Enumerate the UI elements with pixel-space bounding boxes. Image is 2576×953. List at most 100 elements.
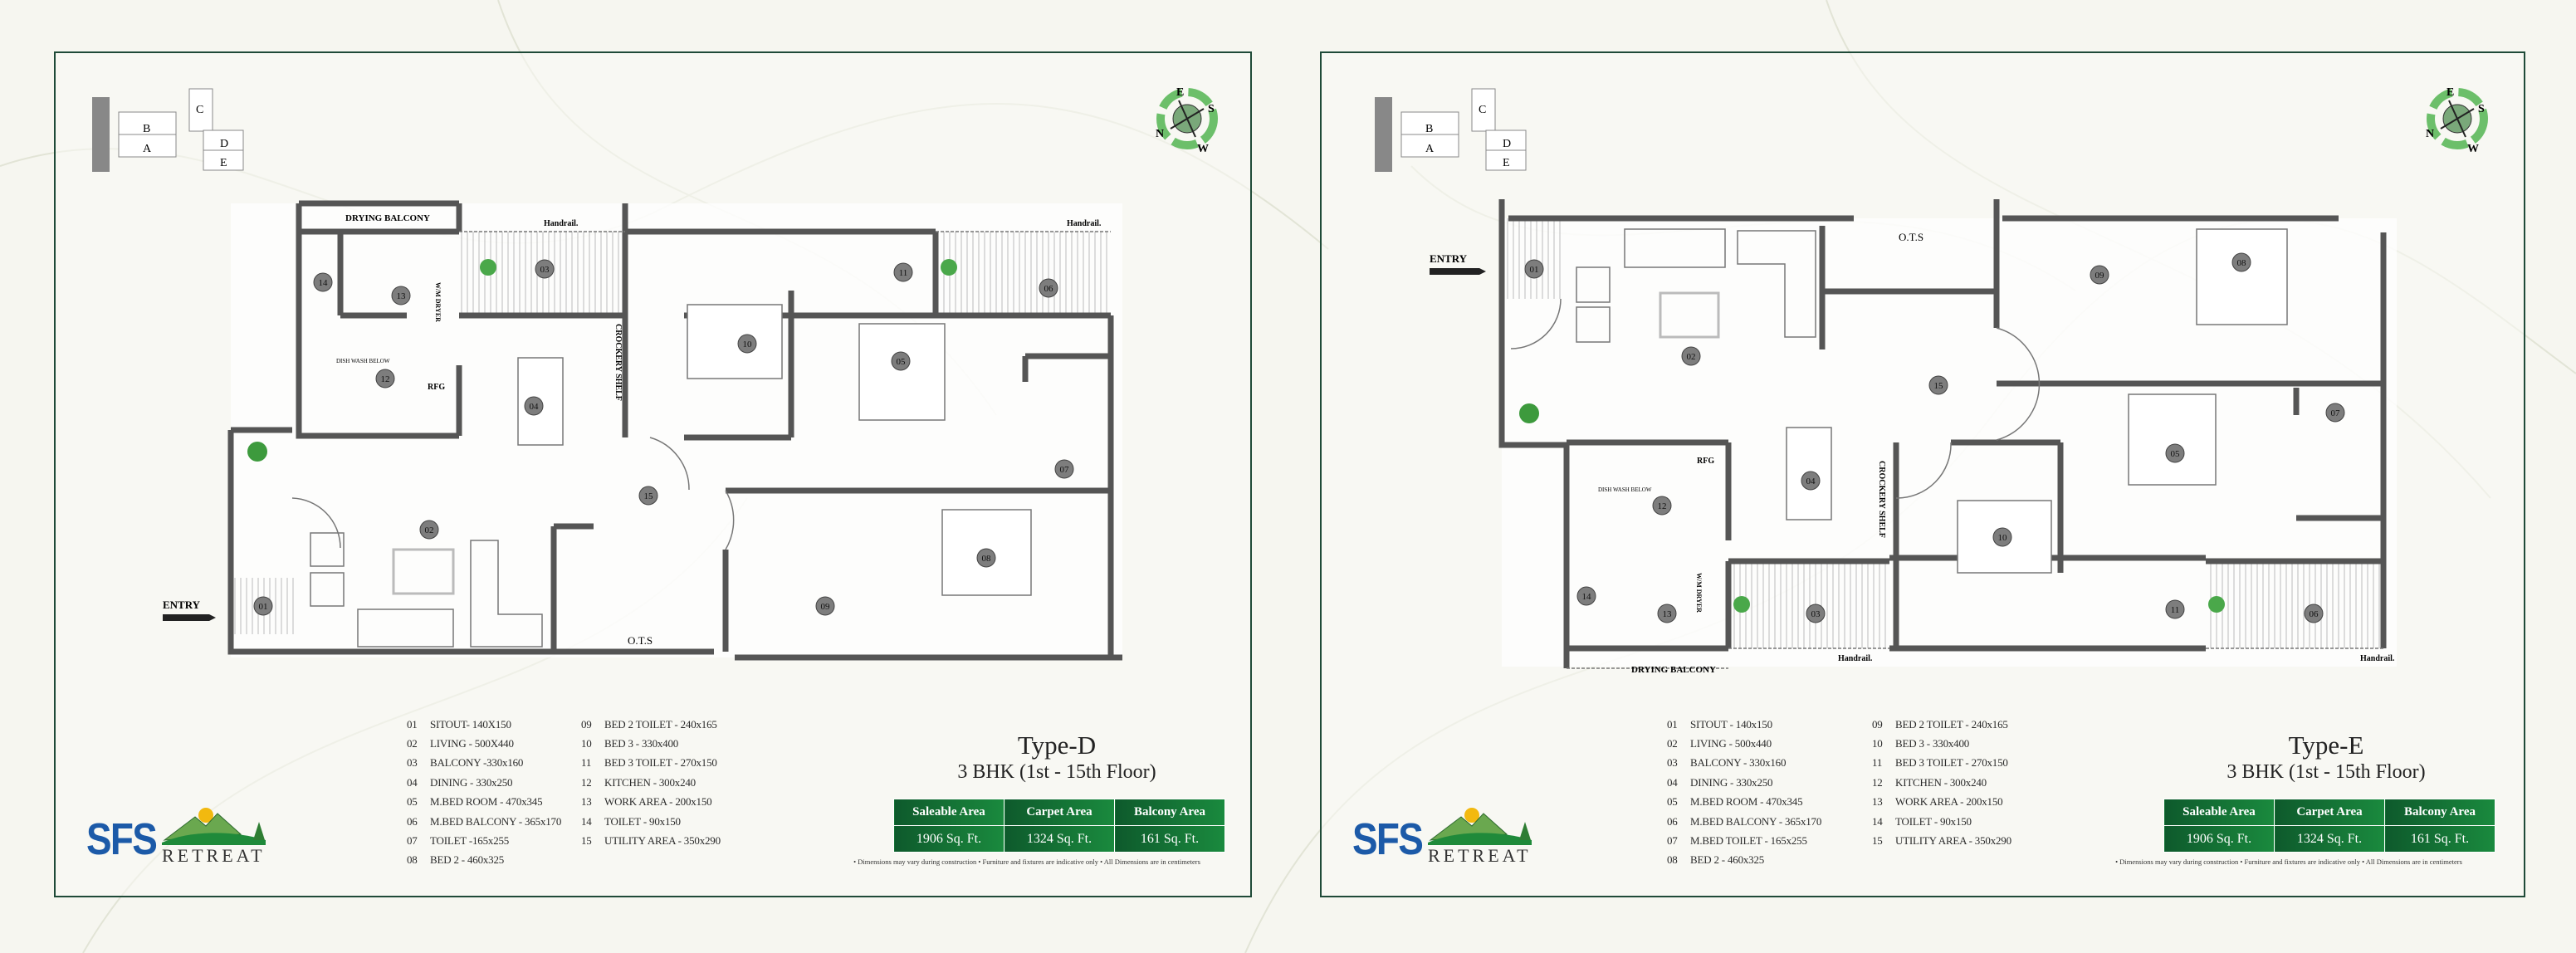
room-marker: [737, 334, 757, 354]
room-number: 07: [1060, 465, 1070, 475]
label-entry: ENTRY: [163, 599, 201, 611]
key-plan-block-c: C: [196, 104, 203, 116]
legend-number: 11: [581, 756, 592, 770]
legend-text: WORK AREA - 200x150: [604, 795, 712, 809]
legend-number: 02: [1667, 737, 1678, 750]
legend-number: 04: [407, 775, 418, 789]
legend-number: 08: [1667, 853, 1678, 867]
legend-text: SITOUT - 140x150: [1690, 717, 1772, 731]
disclaimer-note: • Dimensions may vary during constructio…: [2115, 858, 2462, 866]
legend-text: BED 2 - 460x325: [1690, 853, 1765, 867]
room-number: 01: [1530, 265, 1539, 275]
room-marker: [1652, 496, 1672, 516]
disclaimer-note: • Dimensions may vary during constructio…: [853, 858, 1200, 866]
room-marker: [815, 596, 835, 616]
balcony-hatch: [1728, 561, 1889, 648]
label-crockery-shelf: CROCKERY SHELF: [1877, 461, 1886, 538]
key-plan-block-b: B: [143, 123, 150, 135]
room-marker: [1928, 375, 1948, 395]
logo-retreat: RETREAT: [1428, 845, 1532, 866]
room-marker: [375, 369, 395, 389]
compass-icon: E S N W: [2426, 86, 2488, 155]
legend-text: BED 3 TOILET - 270x150: [1895, 756, 2008, 770]
room-number: 07: [2331, 408, 2341, 418]
legend-text: LIVING - 500x440: [1690, 737, 1772, 750]
room-number: 14: [1582, 592, 1592, 602]
compass-s: S: [1208, 103, 1215, 115]
key-plan-block-a: A: [143, 143, 152, 155]
legend-number: 03: [407, 756, 418, 770]
legend-number: 01: [1667, 717, 1678, 731]
room-marker: [419, 520, 439, 540]
legend-text: DINING - 330x250: [430, 775, 513, 789]
legend-item: 01 SITOUT - 140x150: [1667, 715, 1821, 734]
legend-number: 13: [1872, 795, 1883, 809]
room-number: 04: [1806, 476, 1816, 486]
legend-number: 08: [407, 853, 418, 867]
room-marker: [1992, 527, 2012, 547]
legend-number: 15: [581, 834, 592, 848]
saleable-area-value: 1906 Sq. Ft.: [2163, 825, 2275, 853]
legend-number: 07: [1667, 834, 1678, 848]
room-number: 14: [319, 278, 329, 288]
room-number: 06: [2310, 609, 2319, 619]
room-marker: [1806, 604, 1826, 623]
legend-text: BALCONY -330x160: [430, 756, 524, 770]
compass-w: W: [1197, 143, 1209, 155]
legend-item: 08 BED 2 - 460x325: [1667, 851, 1821, 870]
unit-type-title: Type-E: [2288, 731, 2364, 760]
label-ots: O.T.S: [628, 634, 653, 647]
key-plan-block-a: A: [1425, 143, 1435, 155]
entry-arrow-icon: [1430, 268, 1486, 275]
legend-number: 09: [1872, 717, 1883, 731]
floor-plan-type-d: DRYING BALCONY Handrail. Handrail. O.T.S…: [163, 200, 1122, 661]
plant-icon: [1519, 403, 1539, 423]
plant-icon: [480, 259, 496, 276]
legend-number: 12: [1872, 775, 1883, 789]
room-number: 11: [2171, 605, 2180, 615]
legend-text: KITCHEN - 300x240: [604, 775, 696, 789]
legend-number: 10: [1872, 737, 1883, 750]
compass-n: N: [1156, 128, 1164, 140]
room-marker: [638, 486, 658, 506]
legend-number: 14: [581, 814, 592, 828]
header-saleable-area: Saleable Area: [893, 799, 1004, 826]
key-plan-block-c: C: [1479, 104, 1486, 116]
legend-number: 10: [581, 737, 592, 750]
unit-config-subtitle: 3 BHK (1st - 15th Floor): [957, 761, 1156, 783]
room-number: 09: [2095, 271, 2105, 281]
legend-number: 06: [407, 814, 418, 828]
legend-text: UTILITY AREA - 350x290: [1895, 834, 2011, 848]
legend-text: BED 2 - 460x325: [430, 853, 505, 867]
legend-text: TOILET -165x255: [430, 834, 510, 848]
balcony-hatch: [2206, 561, 2383, 648]
room-number: 12: [1658, 501, 1667, 511]
key-plan-block-d: D: [1503, 138, 1511, 150]
logo-retreat: RETREAT: [162, 845, 266, 866]
room-marker: [2090, 265, 2109, 285]
saleable-area-value: 1906 Sq. Ft.: [893, 825, 1004, 853]
key-plan-type-d: B A C D E: [92, 88, 244, 172]
room-marker: [976, 548, 996, 568]
room-number: 02: [1687, 352, 1696, 362]
legend-text: BED 3 - 330x400: [1895, 737, 1970, 750]
plant-icon: [1733, 596, 1750, 613]
legend-number: 05: [407, 795, 418, 809]
label-handrail: Handrail.: [2360, 654, 2395, 663]
room-marker: [1039, 278, 1058, 298]
compass-n: N: [2426, 128, 2434, 140]
compass-e: E: [1176, 86, 1184, 99]
label-wm-dryer: W/M DRYER: [434, 282, 442, 322]
compass-e: E: [2446, 86, 2454, 99]
legend-number: 04: [1667, 775, 1678, 789]
key-plan-block-e: E: [220, 157, 227, 169]
logo-mountain-icon: [162, 808, 266, 845]
